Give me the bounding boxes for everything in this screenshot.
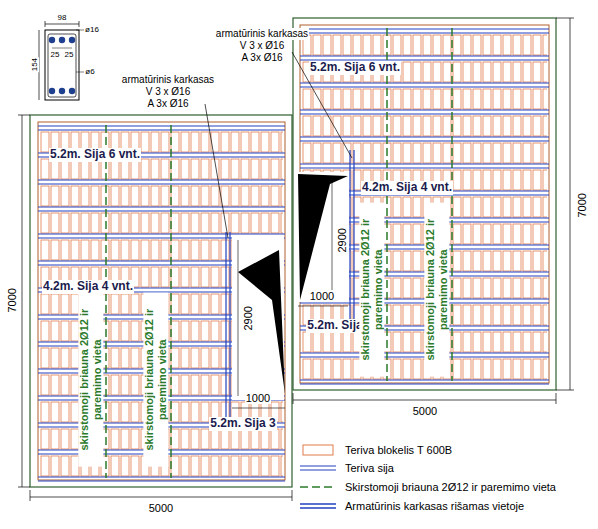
- dimension: 25: [50, 50, 61, 59]
- teriva-beam: [300, 140, 549, 141]
- teriva-beam: [300, 109, 549, 110]
- right-plan: [292, 18, 574, 404]
- legend-text: Armatūrinis karkasas rišamas vietoje: [344, 500, 525, 513]
- rib-label: skirstomoji briauna 2Ø12 ir paremimo vie…: [78, 293, 103, 467]
- dimension: 25: [64, 50, 75, 59]
- teriva-beam: [300, 379, 549, 380]
- beam-label: 5.2m. Sija 6 vnt.: [49, 148, 141, 162]
- teriva-beam: [300, 113, 549, 114]
- beam-label: 5.2m. Sija 3: [209, 417, 276, 431]
- dimension: 5000: [412, 405, 438, 418]
- teriva-beam: [38, 125, 285, 126]
- legend-text: Teriva sija: [344, 462, 395, 475]
- legend-samples: [300, 445, 336, 508]
- teriva-beam: [38, 183, 285, 184]
- dimension: 98: [57, 13, 68, 22]
- dimension: 154: [30, 57, 39, 72]
- beam-label: 5.2m. Sija 6 vnt.: [309, 61, 401, 75]
- teriva-beam: [38, 233, 285, 234]
- teriva-beam: [38, 480, 285, 481]
- teriva-beam: [300, 82, 549, 83]
- dimension: 2900: [242, 305, 255, 331]
- floor-plan: 5.2m. Sija 6 vnt.4.2m. Sija 4 vnt.skirst…: [30, 115, 292, 487]
- beam-section: [39, 21, 84, 100]
- teriva-beam: [300, 167, 549, 168]
- callout-text: A 3x Ø16: [146, 98, 189, 110]
- dimension: 1000: [309, 290, 335, 303]
- callout-text: V 3 x Ø16: [239, 40, 285, 52]
- teriva-beam: [300, 86, 549, 87]
- bar-diameter: ø16: [84, 25, 100, 34]
- teriva-beam: [300, 136, 549, 137]
- teriva-beam: [300, 28, 549, 29]
- rib-label: skirstomoji briauna 2Ø12 ir paremimo vie…: [424, 203, 449, 377]
- dimension: 7000: [6, 287, 19, 313]
- floor-plan: 5.2m. Sija 6 vnt. 4.2m. Sija 4 vnt. 2900 10…: [293, 18, 556, 390]
- callout-text: V 3 x Ø16: [145, 86, 191, 98]
- dimension: 2900: [336, 227, 349, 253]
- teriva-beam: [38, 476, 285, 477]
- callout-text: A 3x Ø16: [240, 52, 283, 64]
- teriva-beam: [38, 129, 285, 130]
- teriva-beam: [38, 179, 285, 180]
- beam-label: 4.2m. Sija 4 vnt.: [361, 181, 453, 195]
- teriva-beam: [300, 163, 549, 164]
- dimension: 1000: [245, 392, 271, 405]
- dimension: 7000: [576, 192, 589, 218]
- teriva-beam: [300, 55, 549, 56]
- rib-label: skirstomoji briauna 2Ø12 ir paremimo vie…: [143, 293, 168, 467]
- callout-text: armatūrinis karkasas: [121, 74, 215, 86]
- legend-text: Skirstomoji briauna 2Ø12 ir paremimo vie…: [344, 481, 557, 494]
- legend-text: Teriva blokelis T 600B: [344, 444, 453, 457]
- teriva-beam: [38, 210, 285, 211]
- teriva-beam: [300, 32, 549, 33]
- teriva-beam: [300, 383, 549, 384]
- dimension: 5000: [148, 502, 174, 515]
- teriva-beam: [38, 206, 285, 207]
- callout-text: armatūrinis karkasas: [215, 28, 309, 40]
- bar-diameter: ø6: [84, 67, 95, 76]
- left-plan: [18, 104, 292, 501]
- rib-label: skirstomoji briauna 2Ø12 ir paremimo vie…: [359, 203, 384, 377]
